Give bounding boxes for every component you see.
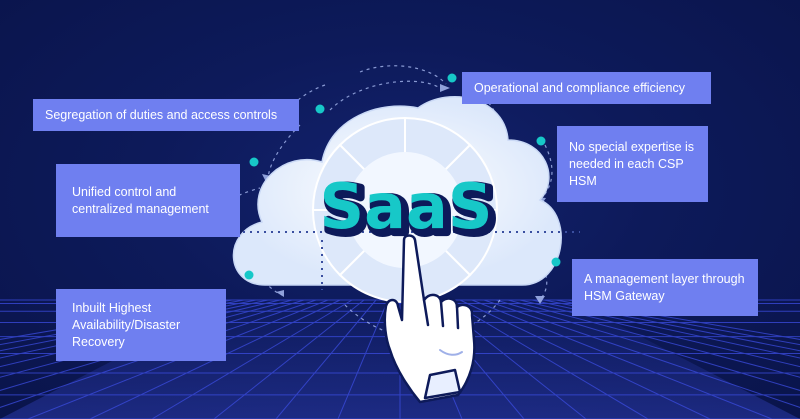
pointing-hand-icon	[383, 234, 476, 404]
benefit-label: Unified control and centralized manageme…	[72, 184, 209, 216]
benefit-segregation-box: Segregation of duties and access control…	[33, 99, 299, 131]
benefit-operational-box: Operational and compliance efficiency	[462, 72, 711, 104]
connector-dot-icon	[536, 136, 546, 146]
benefit-management-layer-box: A management layer through HSM Gateway	[572, 259, 758, 316]
benefit-label: Segregation of duties and access control…	[45, 107, 278, 122]
benefit-availability-box: Inbuilt Highest Availability/Disaster Re…	[56, 289, 226, 361]
connector-dot-icon	[551, 257, 561, 267]
benefit-label: A management layer through HSM Gateway	[584, 271, 745, 303]
connector-dot-icon	[315, 104, 325, 114]
saas-title-outline: SaaS	[324, 174, 497, 247]
benefit-no-expertise-box: No special expertise is needed in each C…	[557, 126, 708, 202]
cloud-icon	[222, 95, 580, 304]
connector-dot-icon	[244, 270, 254, 280]
benefit-label: Inbuilt Highest Availability/Disaster Re…	[72, 300, 181, 349]
benefit-label: No special expertise is needed in each C…	[569, 139, 695, 188]
connector-dots	[244, 73, 561, 280]
benefit-label: Operational and compliance efficiency	[474, 80, 686, 95]
connector-dot-icon	[249, 157, 259, 167]
connector-dot-icon	[447, 73, 457, 83]
saas-title: SaaS	[320, 170, 493, 243]
benefit-unified-control-box: Unified control and centralized manageme…	[56, 164, 240, 237]
